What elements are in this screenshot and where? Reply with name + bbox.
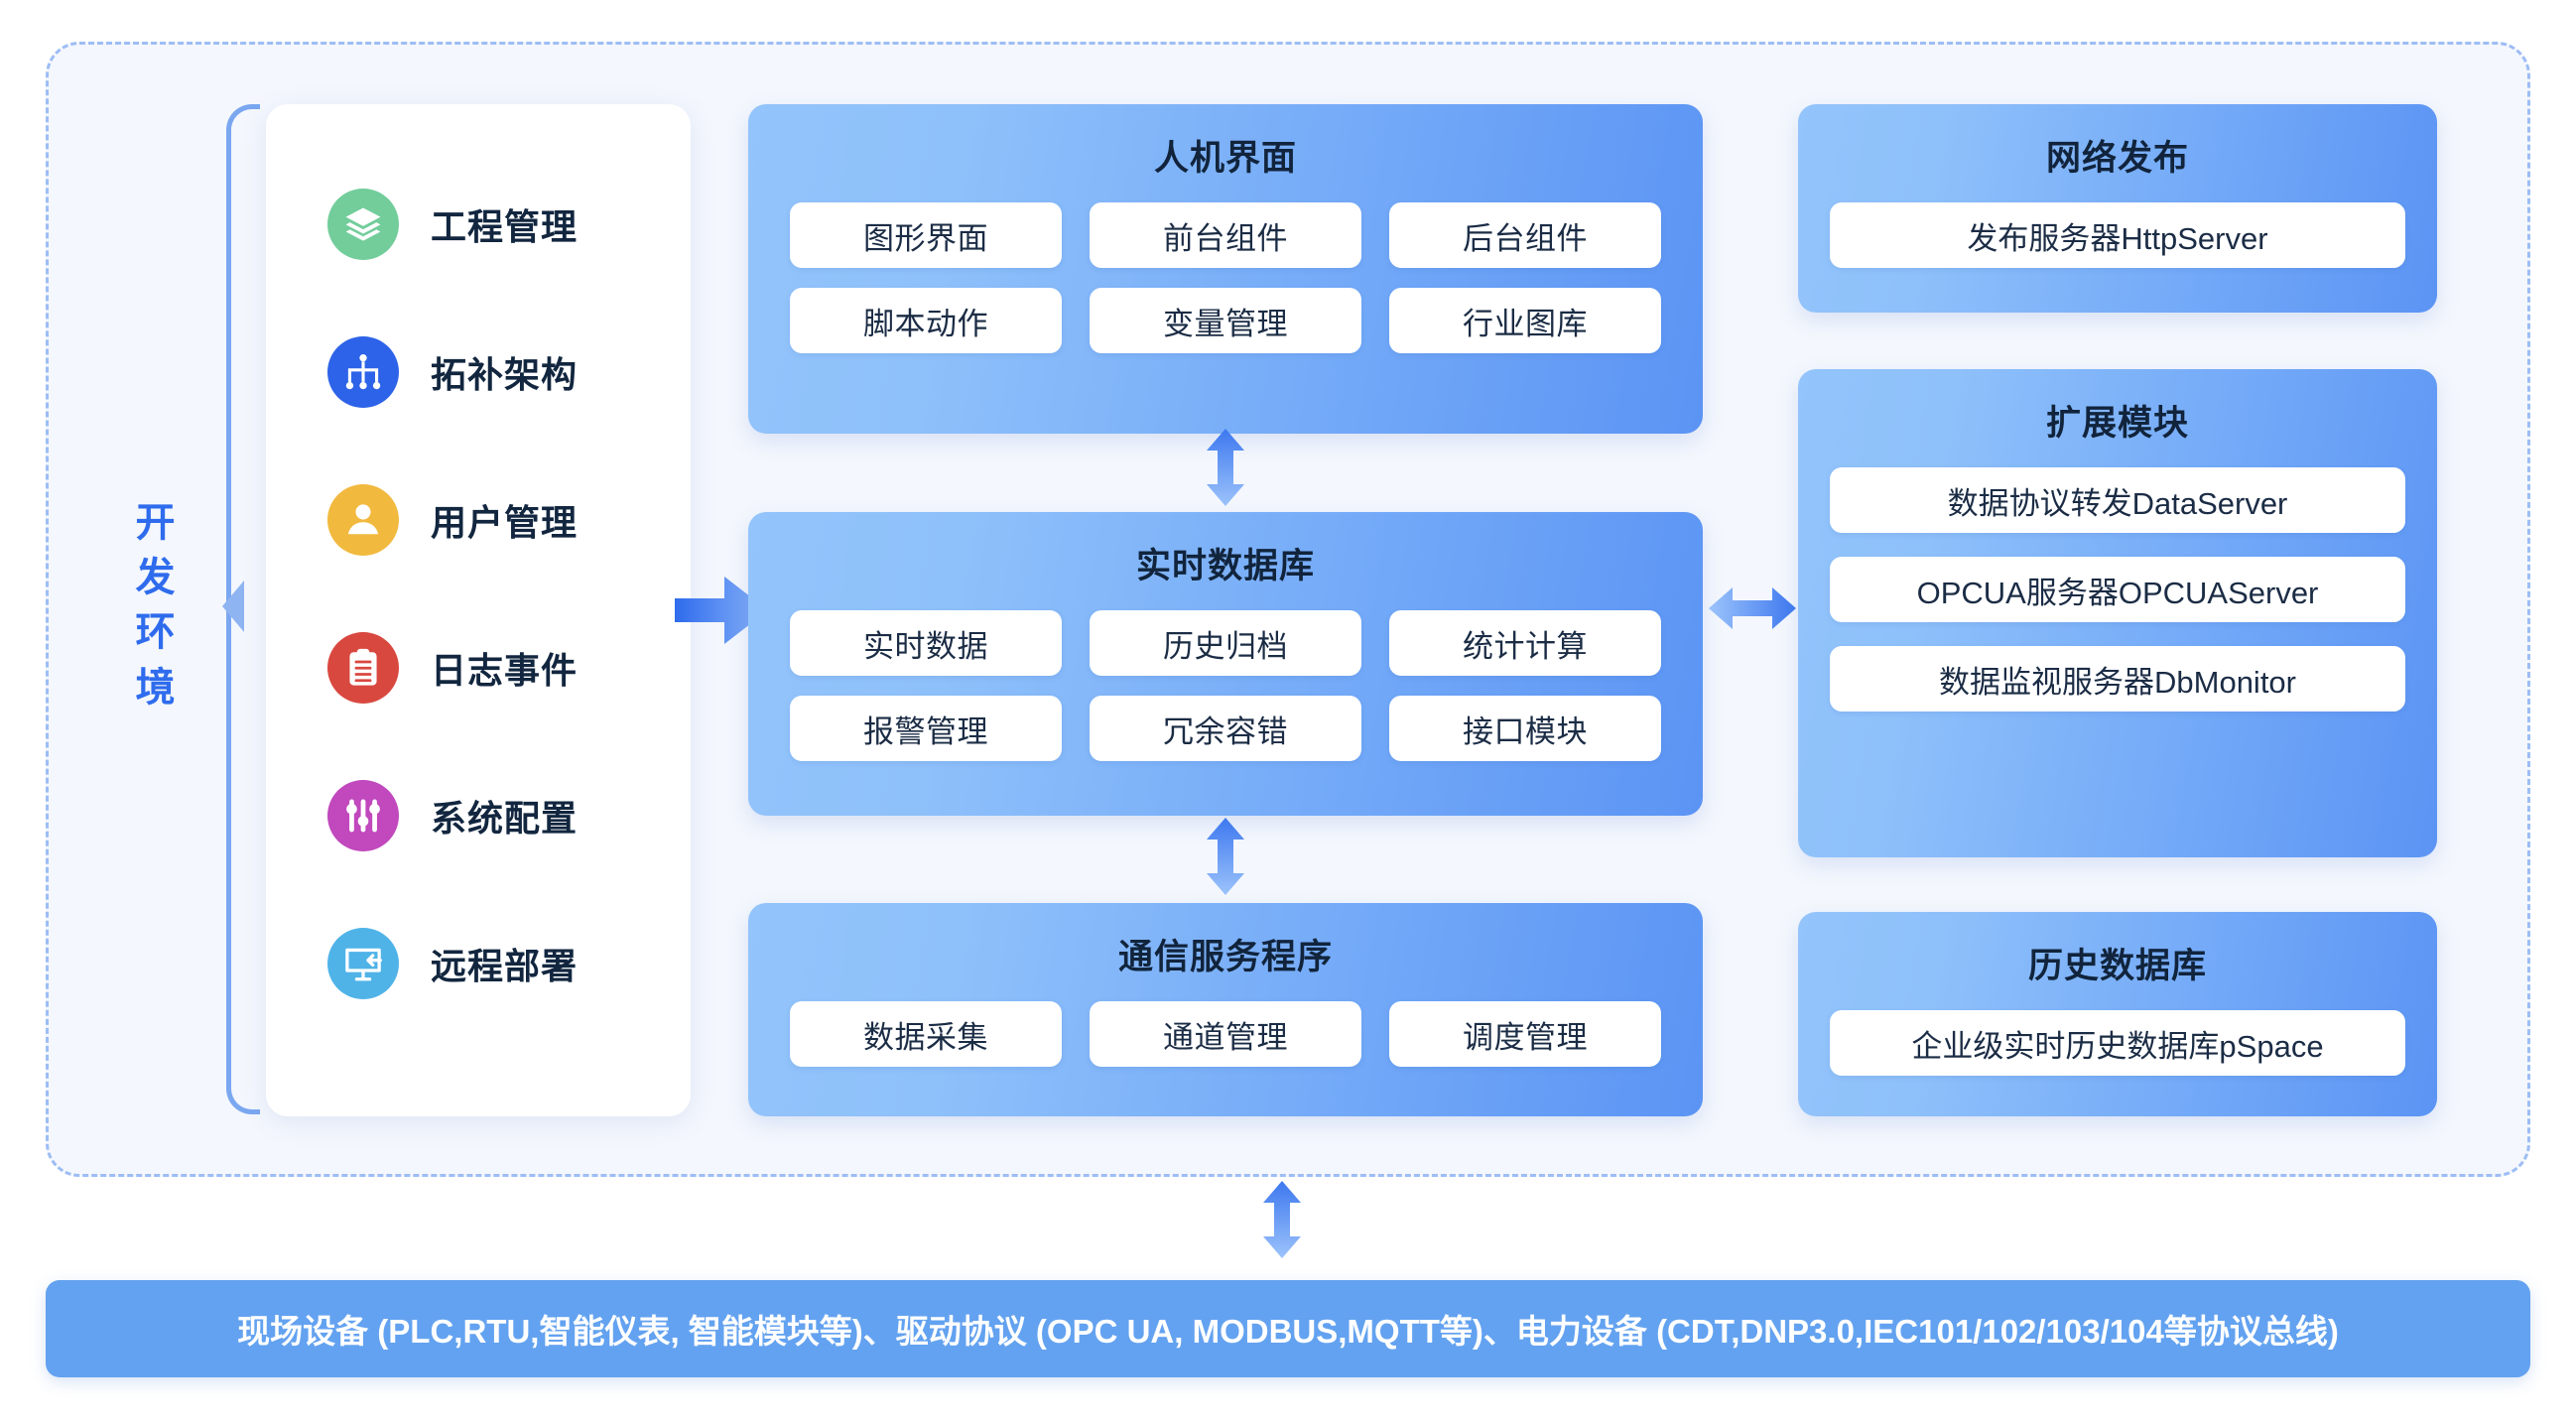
sidebar-item-system-configuration[interactable]: 系统配置	[266, 741, 691, 889]
chip-interface-module[interactable]: 接口模块	[1389, 696, 1661, 761]
sidebar-item-topology-architecture[interactable]: 拓补架构	[266, 298, 691, 446]
chip-pspace[interactable]: 企业级实时历史数据库pSpace	[1830, 1010, 2405, 1076]
sidebar-item-label: 工程管理	[431, 205, 579, 247]
chip-row: 图形界面 前台组件 后台组件	[748, 202, 1703, 268]
arrow-system-to-field-bus-icon	[1263, 1181, 1301, 1258]
chip-stack: 企业级实时历史数据库pSpace	[1798, 1010, 2437, 1076]
chip-scheduling-management[interactable]: 调度管理	[1389, 1001, 1661, 1067]
chip-row: 实时数据 历史归档 统计计算	[748, 610, 1703, 676]
chip-industry-library[interactable]: 行业图库	[1389, 288, 1661, 353]
chip-row: 数据采集 通道管理 调度管理	[748, 1001, 1703, 1067]
sitemap-icon	[327, 335, 399, 408]
sidebar-item-user-management[interactable]: 用户管理	[266, 446, 691, 593]
dev-tools-sidebar: 工程管理 拓补架构 用户管理	[266, 104, 691, 1116]
chip-channel-management[interactable]: 通道管理	[1090, 1001, 1361, 1067]
panel-extension-modules: 扩展模块 数据协议转发DataServer OPCUA服务器OPCUAServe…	[1798, 369, 2437, 857]
chip-redundancy-faulttolerance[interactable]: 冗余容错	[1090, 696, 1361, 761]
sidebar-item-label: 远程部署	[431, 945, 579, 986]
bus-bar-text: 现场设备 (PLC,RTU,智能仪表, 智能模块等)、驱动协议 (OPC UA,…	[237, 1313, 2339, 1350]
arrow-hmi-realtimedb-icon	[1207, 429, 1244, 506]
chip-row: 脚本动作 变量管理 行业图库	[748, 288, 1703, 353]
arrow-dev-to-runtime-icon	[675, 577, 768, 644]
chip-data-server[interactable]: 数据协议转发DataServer	[1830, 467, 2405, 533]
field-device-bus-bar: 现场设备 (PLC,RTU,智能仪表, 智能模块等)、驱动协议 (OPC UA,…	[46, 1280, 2530, 1377]
dev-environment-label: 开 发 环 境	[125, 496, 187, 715]
dev-env-char-0: 开	[135, 501, 177, 545]
sidebar-item-label: 拓补架构	[431, 353, 579, 395]
panel-title: 历史数据库	[2027, 947, 2207, 985]
sidebar-item-project-management[interactable]: 工程管理	[266, 150, 691, 298]
layers-icon	[327, 188, 399, 260]
chip-variable-management[interactable]: 变量管理	[1090, 288, 1361, 353]
chip-history-archive[interactable]: 历史归档	[1090, 610, 1361, 676]
sliders-icon	[327, 779, 399, 851]
panel-title: 人机界面	[1153, 139, 1297, 178]
sidebar-item-label: 日志事件	[431, 649, 579, 691]
panel-communication-service: 通信服务程序 数据采集 通道管理 调度管理	[748, 903, 1703, 1116]
chip-stack: 发布服务器HttpServer	[1798, 202, 2437, 268]
panel-hmi: 人机界面 图形界面 前台组件 后台组件 脚本动作 变量管理 行业图库	[748, 104, 1703, 434]
chip-opcua-server[interactable]: OPCUA服务器OPCUAServer	[1830, 557, 2405, 622]
chip-alarm-management[interactable]: 报警管理	[790, 696, 1062, 761]
clipboard-log-icon	[327, 631, 399, 704]
dev-env-char-2: 环	[135, 610, 177, 655]
chip-http-server[interactable]: 发布服务器HttpServer	[1830, 202, 2405, 268]
dev-environment-bracket-pointer	[222, 581, 244, 632]
chip-backend-component[interactable]: 后台组件	[1389, 202, 1661, 268]
chip-realtime-data[interactable]: 实时数据	[790, 610, 1062, 676]
user-icon	[327, 483, 399, 556]
panel-history-database: 历史数据库 企业级实时历史数据库pSpace	[1798, 912, 2437, 1116]
chip-data-acquisition[interactable]: 数据采集	[790, 1001, 1062, 1067]
chip-frontend-component[interactable]: 前台组件	[1090, 202, 1361, 268]
sidebar-item-log-events[interactable]: 日志事件	[266, 593, 691, 741]
panel-realtime-database: 实时数据库 实时数据 历史归档 统计计算 报警管理 冗余容错 接口模块	[748, 512, 1703, 816]
panel-title: 扩展模块	[2045, 404, 2189, 443]
remote-monitor-icon	[327, 927, 399, 999]
chip-row: 报警管理 冗余容错 接口模块	[748, 696, 1703, 761]
panel-title: 实时数据库	[1135, 547, 1315, 585]
dev-env-char-1: 发	[135, 556, 177, 600]
arrow-realtimedb-extension-icon	[1709, 587, 1796, 629]
dev-env-char-3: 境	[135, 665, 177, 710]
chip-statistics-calculation[interactable]: 统计计算	[1389, 610, 1661, 676]
sidebar-item-label: 系统配置	[431, 797, 579, 839]
chip-stack: 数据协议转发DataServer OPCUA服务器OPCUAServer 数据监…	[1798, 467, 2437, 712]
chip-graphic-interface[interactable]: 图形界面	[790, 202, 1062, 268]
panel-title: 通信服务程序	[1117, 938, 1333, 976]
sidebar-item-label: 用户管理	[431, 501, 579, 543]
chip-script-action[interactable]: 脚本动作	[790, 288, 1062, 353]
chip-db-monitor[interactable]: 数据监视服务器DbMonitor	[1830, 646, 2405, 712]
panel-title: 网络发布	[2045, 139, 2189, 178]
arrow-realtimedb-comm-icon	[1207, 818, 1244, 895]
sidebar-item-remote-deployment[interactable]: 远程部署	[266, 889, 691, 1037]
panel-network-publish: 网络发布 发布服务器HttpServer	[1798, 104, 2437, 313]
